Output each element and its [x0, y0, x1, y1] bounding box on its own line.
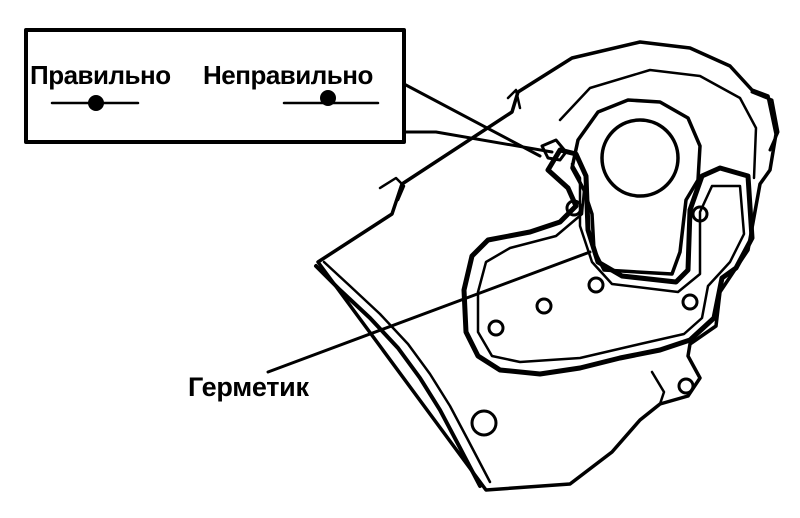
- bolt-hole: [691, 205, 709, 223]
- bolt-hole: [681, 293, 699, 311]
- flange-edge-outer: [314, 264, 482, 488]
- bolt-hole: [677, 377, 695, 395]
- flange-edge-inner: [322, 260, 492, 484]
- callout-box: [24, 28, 406, 144]
- correct-bead-dot: [88, 95, 104, 111]
- top-right-lug: [750, 90, 780, 152]
- top-lug: [506, 88, 522, 110]
- sealant-bead-outer: [461, 147, 755, 377]
- sealant-leader: [266, 250, 592, 374]
- sealant-label: Герметик: [188, 372, 309, 402]
- upper-face-contour: [558, 68, 758, 180]
- main-bore: [600, 118, 680, 198]
- incorrect-label: Неправильно: [203, 60, 373, 90]
- lower-step: [650, 370, 666, 406]
- bolt-hole: [487, 319, 505, 337]
- cover-outline: [316, 40, 778, 492]
- bolt-hole: [587, 276, 605, 294]
- bolt-hole: [535, 297, 553, 315]
- callout-leader-lower: [402, 130, 554, 154]
- callout-target-mark: [540, 138, 568, 162]
- sealant-bead-inner: [476, 162, 746, 364]
- incorrect-bead-dot: [320, 90, 336, 106]
- bolt-hole: [565, 199, 583, 217]
- correct-label: Правильно: [30, 60, 171, 90]
- bolt-hole: [470, 409, 498, 437]
- left-lug: [378, 176, 406, 202]
- bore-boss: [570, 98, 702, 276]
- callout-leader-upper: [402, 82, 542, 158]
